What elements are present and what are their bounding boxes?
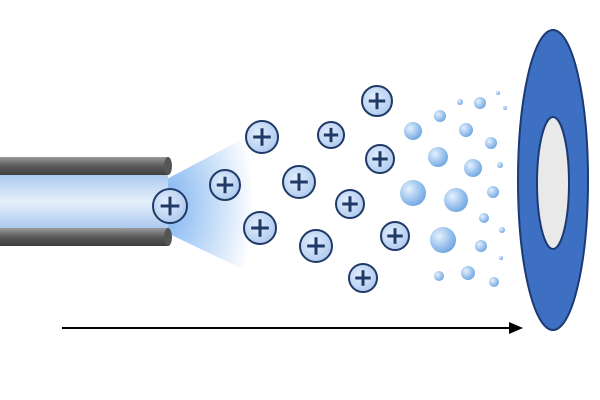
charged-droplet: [459, 123, 473, 137]
plus-icon: [368, 92, 386, 110]
charged-droplet: [404, 122, 422, 140]
plus-icon: [342, 196, 358, 212]
plus-icon: [251, 219, 269, 237]
positive-ion: [152, 188, 188, 224]
plus-icon: [355, 270, 371, 286]
positive-ion: [243, 211, 277, 245]
charged-droplet: [428, 147, 448, 167]
spray-cone: [165, 135, 255, 275]
plus-icon: [160, 196, 180, 216]
charged-droplet: [485, 137, 497, 149]
plus-icon: [290, 173, 308, 191]
charged-droplet: [434, 110, 446, 122]
charged-droplet: [496, 91, 500, 95]
plus-icon: [323, 127, 339, 143]
charged-droplet: [457, 99, 463, 105]
positive-ion: [245, 120, 279, 154]
charged-droplet: [503, 106, 507, 110]
charged-droplet: [475, 240, 487, 252]
electrode-hole: [536, 116, 570, 250]
capillary-wall-top: [0, 157, 168, 175]
positive-ion: [335, 189, 365, 219]
charged-droplet: [487, 186, 499, 198]
positive-ion: [282, 165, 316, 199]
plus-icon: [216, 176, 234, 194]
charged-droplet: [464, 159, 482, 177]
positive-ion: [365, 144, 395, 174]
capillary-tip-top: [164, 157, 172, 175]
capillary-core: [0, 174, 168, 229]
capillary-wall-bottom: [0, 228, 168, 246]
positive-ion: [361, 85, 393, 117]
charged-droplet: [479, 213, 489, 223]
plus-icon: [253, 128, 271, 146]
charged-droplet: [434, 271, 444, 281]
plus-icon: [372, 151, 388, 167]
charged-droplet: [461, 266, 475, 280]
charged-droplet: [499, 227, 505, 233]
positive-ion: [299, 229, 333, 263]
positive-ion: [209, 169, 241, 201]
capillary-tube: [0, 157, 172, 246]
capillary-tip-bottom: [164, 228, 172, 246]
plus-icon: [307, 237, 325, 255]
positive-ion: [348, 263, 378, 293]
direction-arrow: [62, 322, 523, 334]
plus-icon: [387, 228, 403, 244]
charged-droplet: [489, 277, 499, 287]
positive-ion: [380, 221, 410, 251]
charged-droplet: [400, 180, 426, 206]
charged-droplet: [444, 188, 468, 212]
positive-ion: [317, 121, 345, 149]
charged-droplet: [499, 256, 503, 260]
charged-droplet: [497, 162, 503, 168]
charged-droplet: [430, 227, 456, 253]
charged-droplet: [474, 97, 486, 109]
counter-electrode: [517, 29, 589, 331]
